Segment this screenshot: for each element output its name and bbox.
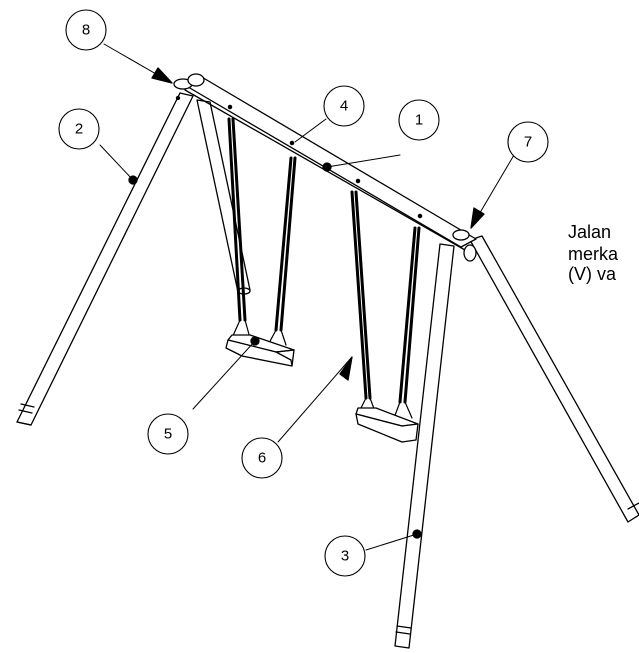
right-rear-leg	[469, 235, 639, 523]
callout-label-7: 7	[524, 134, 532, 151]
right-swing-seat	[355, 407, 419, 443]
side-text-line-1: Jalan	[568, 222, 612, 242]
callout-label-8: 8	[82, 22, 90, 39]
side-text-line-3: (V) va	[568, 264, 617, 284]
right-swing-chains	[350, 190, 421, 404]
right-front-leg	[394, 243, 455, 649]
callout-label-3: 3	[341, 548, 349, 565]
leader-lines	[99, 43, 515, 551]
arrow-head-6	[339, 356, 353, 381]
left-swing-chains	[227, 117, 297, 332]
left-swing-seat	[225, 334, 295, 367]
callout-label-6: 6	[258, 450, 266, 467]
arrow-head-7	[470, 207, 485, 229]
callout-label-2: 2	[75, 121, 83, 138]
callout-labels: 8 2 4 1 7 5 6 3	[75, 22, 532, 565]
left-rear-leg	[16, 92, 194, 426]
callout-circles	[58, 9, 549, 577]
callout-label-5: 5	[164, 426, 172, 443]
left-end-cap	[173, 73, 205, 101]
side-text-line-2: merka	[568, 244, 619, 264]
callout-label-4: 4	[340, 98, 348, 115]
arrow-head-8	[151, 67, 173, 84]
callout-label-1: 1	[415, 112, 423, 129]
